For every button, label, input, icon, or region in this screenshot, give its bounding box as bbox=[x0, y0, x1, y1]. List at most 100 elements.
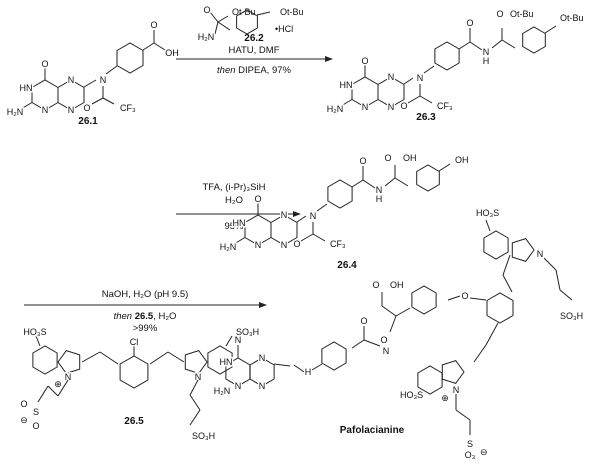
bond bbox=[502, 274, 513, 293]
compound-label-26-3: 26.3 bbox=[416, 112, 436, 123]
bond bbox=[273, 363, 291, 367]
atom-label: ⊖ bbox=[20, 415, 28, 425]
atom-label: SO₃H bbox=[192, 431, 215, 441]
bond bbox=[167, 351, 185, 363]
bond bbox=[57, 379, 69, 397]
compound-label-26-4: 26.4 bbox=[337, 260, 357, 271]
step3-reagents: NaOH, H₂O (pH 9.5) bbox=[102, 289, 189, 300]
atom-label: N bbox=[417, 73, 424, 83]
atom-label: N bbox=[362, 102, 369, 112]
atom-label: O bbox=[203, 5, 210, 15]
bond bbox=[149, 351, 169, 365]
atom-label: S bbox=[33, 407, 39, 417]
atom-label: N bbox=[483, 47, 490, 57]
bond bbox=[407, 95, 421, 104]
atom-label: •HCl bbox=[275, 24, 293, 34]
ring bbox=[116, 42, 144, 74]
bond bbox=[20, 102, 33, 110]
bond bbox=[37, 385, 49, 403]
atom-label: O bbox=[400, 101, 407, 111]
bond bbox=[394, 177, 409, 187]
bond bbox=[47, 385, 59, 397]
step3-conditions-below: then 26.5, H₂O bbox=[114, 311, 177, 322]
bond bbox=[544, 25, 557, 34]
bond bbox=[217, 21, 231, 31]
atom-label: CF₃ bbox=[330, 239, 346, 249]
bond bbox=[559, 289, 573, 301]
atom-label: N bbox=[453, 385, 460, 395]
bond bbox=[419, 95, 433, 104]
atom-label: Ot-Bu bbox=[280, 7, 304, 17]
ring bbox=[321, 341, 347, 371]
bond bbox=[189, 379, 199, 396]
atom-label: N bbox=[65, 372, 72, 382]
bond bbox=[300, 233, 314, 242]
atom-label: OH bbox=[390, 280, 404, 290]
bond bbox=[473, 344, 487, 363]
atom-label: CF₃ bbox=[437, 101, 453, 111]
bond bbox=[389, 315, 397, 333]
bond bbox=[99, 351, 119, 365]
atom-label: O bbox=[361, 56, 368, 66]
atom-label: N bbox=[383, 346, 390, 356]
atom-label: O bbox=[380, 335, 387, 345]
bond bbox=[293, 364, 305, 373]
atom-label: O bbox=[254, 194, 261, 204]
bond bbox=[102, 97, 115, 105]
atom-label: OH bbox=[455, 155, 469, 165]
ring bbox=[32, 345, 58, 375]
atom-label: HN bbox=[340, 80, 353, 90]
bond bbox=[403, 77, 414, 85]
bond bbox=[363, 339, 381, 347]
bond bbox=[214, 21, 219, 35]
ring bbox=[207, 345, 233, 375]
ring bbox=[119, 355, 149, 389]
ring bbox=[225, 357, 251, 387]
ring bbox=[57, 79, 85, 111]
atom-label: N bbox=[376, 185, 383, 195]
atom-label: N bbox=[195, 372, 202, 382]
bond bbox=[362, 179, 376, 189]
bond bbox=[543, 257, 557, 271]
atom-label: N bbox=[281, 210, 288, 220]
atom-label: HN bbox=[20, 83, 33, 93]
atom-label: O bbox=[359, 156, 366, 166]
atom-label: H₂N bbox=[198, 32, 215, 42]
bond bbox=[423, 65, 435, 74]
bond bbox=[491, 39, 503, 49]
ring bbox=[411, 285, 437, 315]
bond bbox=[384, 177, 396, 187]
bond bbox=[469, 41, 483, 51]
bond bbox=[209, 11, 219, 23]
atom-label: CF₃ bbox=[120, 103, 136, 113]
ring bbox=[377, 76, 405, 108]
atom-label: ⊕ bbox=[441, 393, 449, 403]
atom-label: N bbox=[68, 105, 75, 115]
bond bbox=[458, 41, 471, 50]
bond bbox=[233, 237, 246, 245]
step1-reagents: HATU, DMF bbox=[228, 45, 279, 56]
atom-label: N bbox=[42, 105, 49, 115]
ring bbox=[522, 26, 546, 54]
ring bbox=[441, 360, 465, 384]
atom-label: HO₃S bbox=[400, 390, 423, 400]
bond bbox=[217, 15, 229, 23]
bond bbox=[340, 99, 353, 107]
step1-conditions-below: then DIPEA, 97% bbox=[217, 65, 291, 76]
compound-label-26-5: 26.5 bbox=[124, 416, 144, 427]
atom-label: N bbox=[259, 353, 266, 363]
atom-label: O bbox=[372, 280, 379, 290]
atom-label: H bbox=[483, 56, 490, 66]
atom-label: ⊕ bbox=[54, 379, 62, 389]
bond bbox=[83, 79, 97, 88]
bond bbox=[81, 351, 101, 363]
ring bbox=[57, 350, 81, 374]
ring bbox=[184, 350, 208, 374]
atom-label: N bbox=[537, 249, 544, 259]
step3-yield: >99% bbox=[133, 323, 158, 334]
atom-label: HO₃S bbox=[23, 327, 46, 337]
atom-label: H bbox=[376, 194, 383, 204]
